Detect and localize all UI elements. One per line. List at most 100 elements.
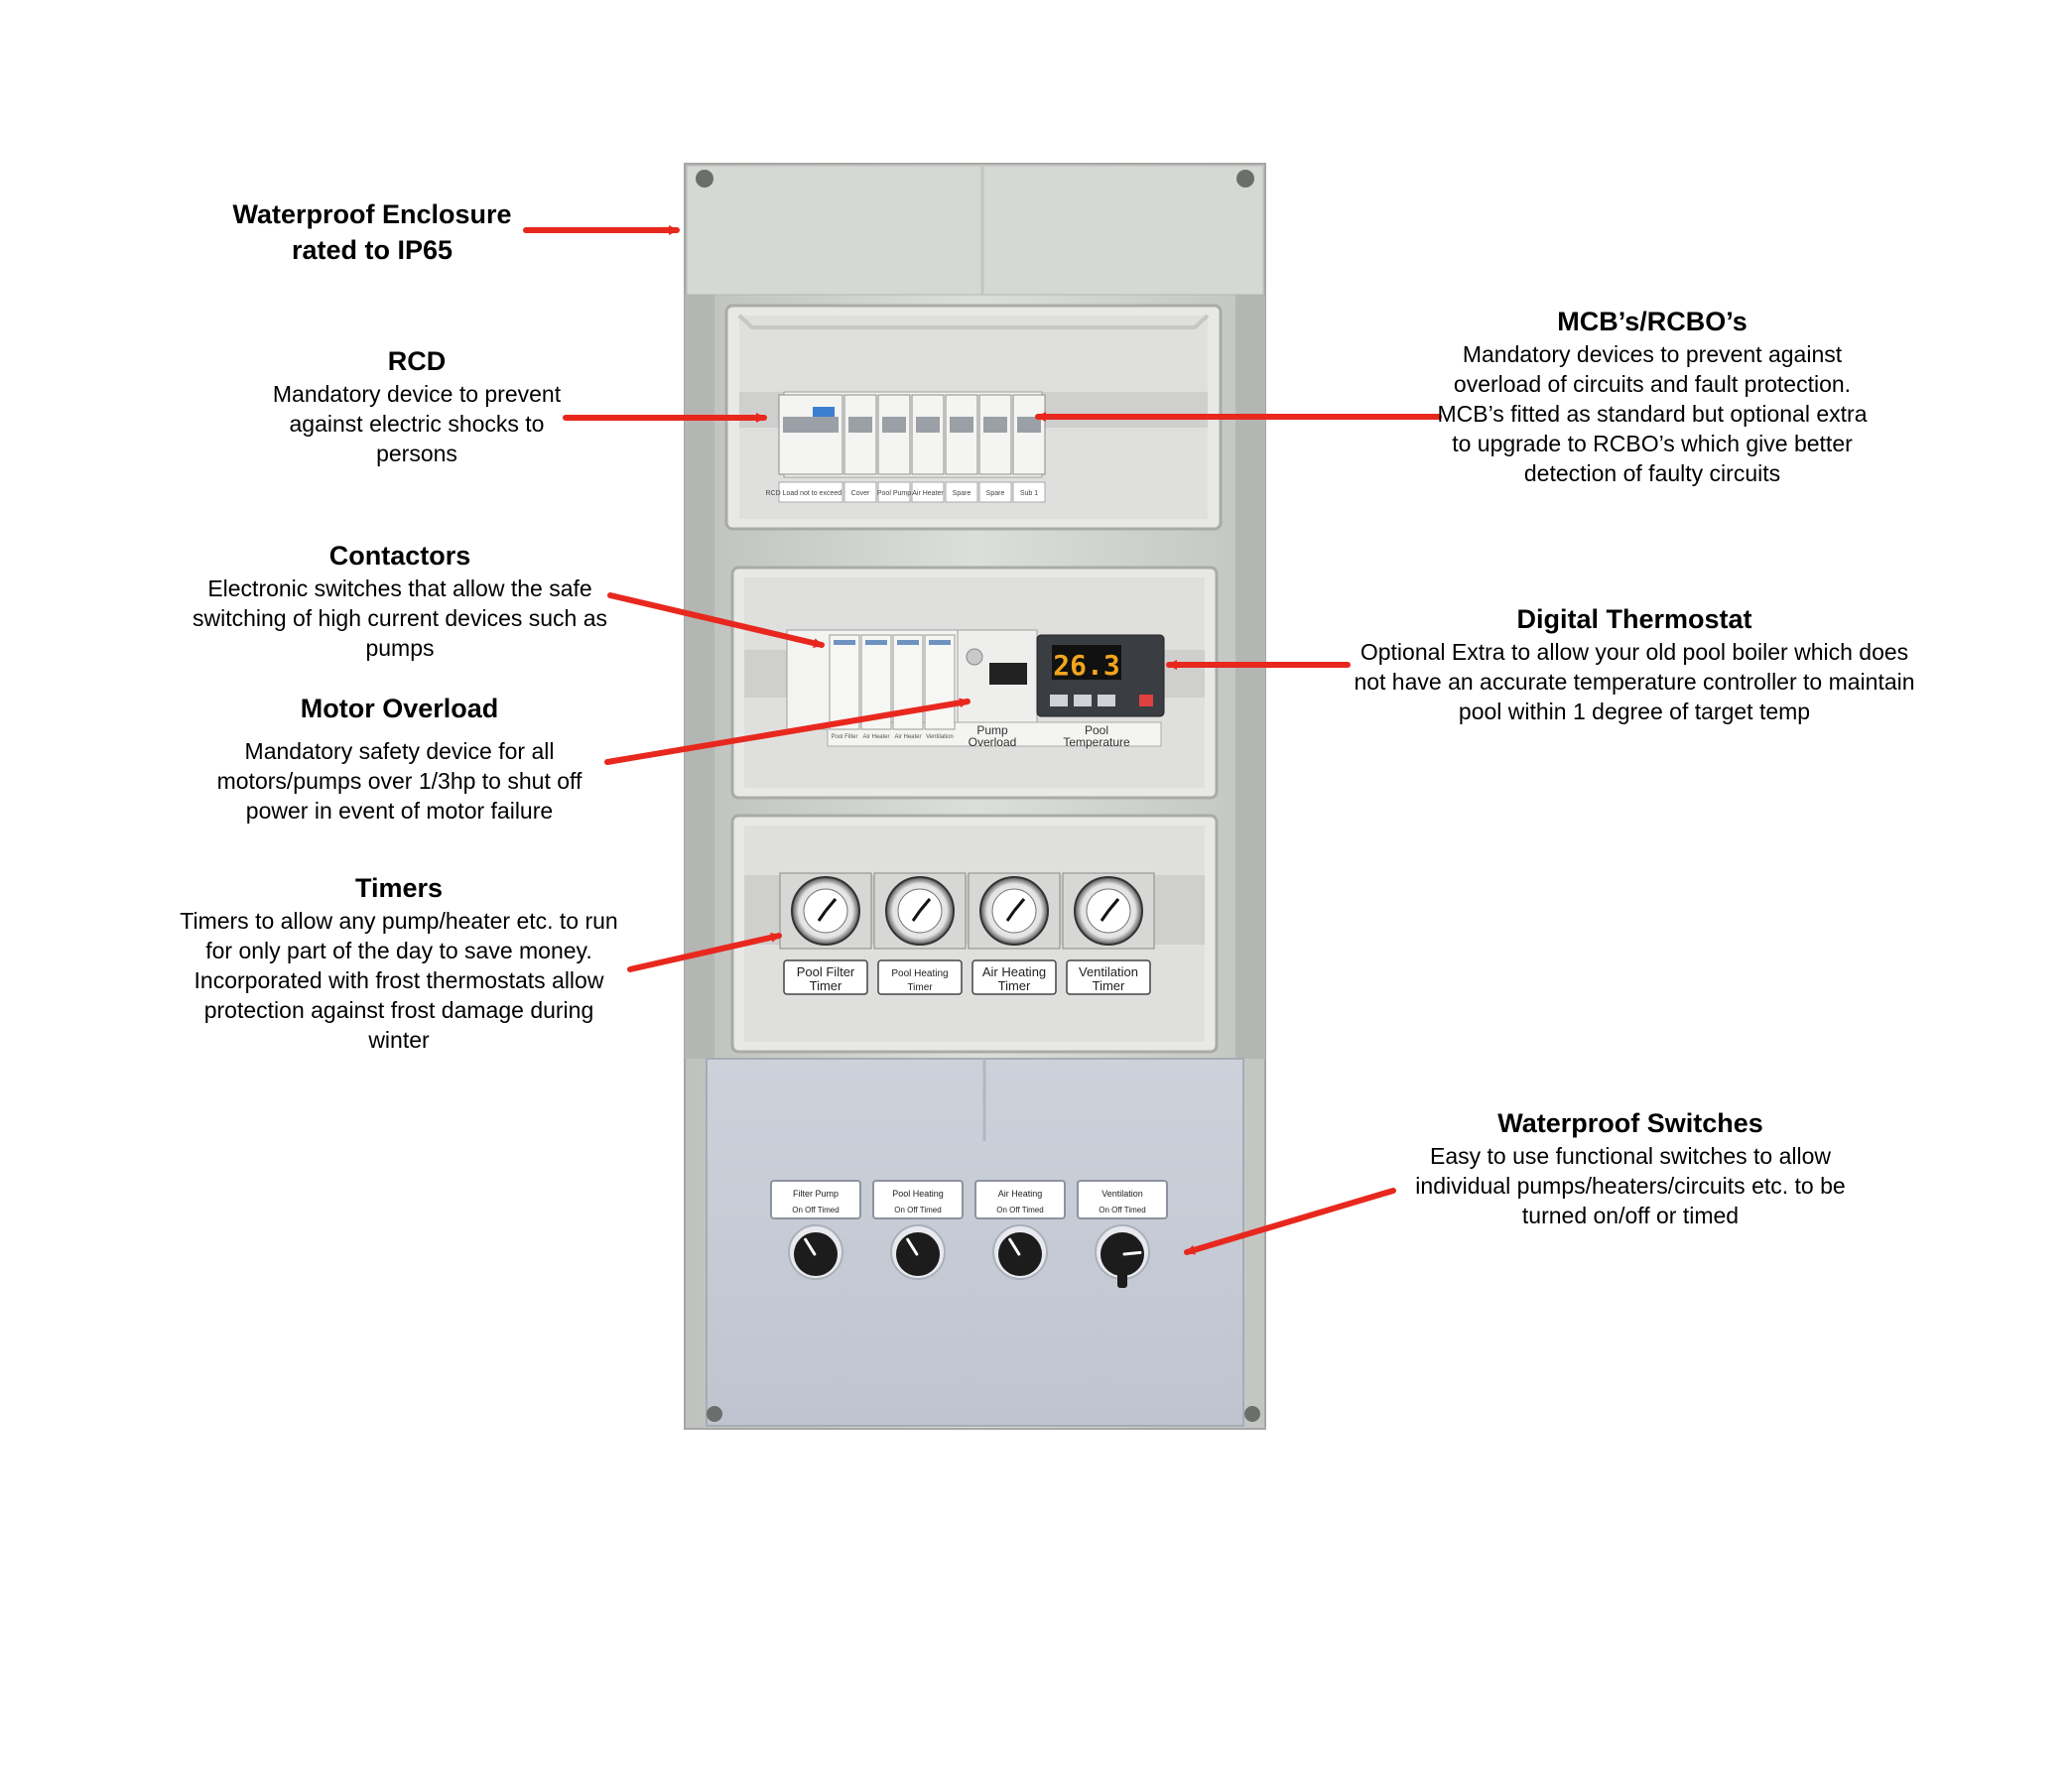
switch-pointer xyxy=(906,1237,919,1256)
callout-enclosure-body: rated to IP65 xyxy=(291,235,453,265)
switch-pointer xyxy=(1122,1250,1142,1256)
callout-contactors-title: Contactors xyxy=(328,541,471,571)
pool-temperature-label-1: Pool xyxy=(1085,723,1108,737)
breaker-module xyxy=(978,394,1012,475)
timer-hand xyxy=(824,898,838,912)
arrow-overload xyxy=(604,698,971,765)
contactor-badge xyxy=(929,640,951,645)
rcd-test-button xyxy=(813,407,835,417)
callout-mcb-title: MCB’s/RCBO’s xyxy=(1557,307,1748,336)
breaker-label-box xyxy=(877,481,911,503)
switch-pointer xyxy=(804,1237,817,1256)
breaker-label: Spare xyxy=(986,490,1005,497)
contactor-badge xyxy=(897,640,919,645)
pool-temperature-label-2: Temperature xyxy=(1063,735,1130,749)
callout-mcb: MCB’s/RCBO’s Mandatory devices to preven… xyxy=(1434,304,1871,488)
breaker-label: Air Heater xyxy=(912,490,944,497)
callout-switches-title: Waterproof Switches xyxy=(1497,1108,1763,1138)
callout-rcd: RCD Mandatory device to prevent against … xyxy=(253,343,581,468)
callout-enclosure-title: Waterproof Enclosure xyxy=(232,199,512,229)
breaker-toggle xyxy=(916,417,940,433)
timer-label: Timer xyxy=(907,982,933,993)
breaker-toggle xyxy=(950,417,973,433)
contactor-badge xyxy=(834,640,855,645)
timer-hand xyxy=(918,898,932,912)
timer-label: Ventilation xyxy=(1079,964,1138,979)
pump-overload-label-2: Overload xyxy=(969,735,1017,749)
breaker-label-box xyxy=(843,481,877,503)
timer-label: Timer xyxy=(1093,978,1125,993)
pump-overload-label-1: Pump xyxy=(976,723,1008,737)
breaker-module xyxy=(843,394,877,475)
switch-label: Air Heating xyxy=(998,1189,1043,1199)
switch-pointer xyxy=(1008,1237,1021,1256)
rotary-switches: Filter Pump On Off Timed Pool Heating On Of… xyxy=(770,1180,1168,1288)
timer-label: Timer xyxy=(998,978,1031,993)
breaker-toggle xyxy=(848,417,872,433)
callout-rcd-body: Mandatory device to prevent against elec… xyxy=(272,381,562,466)
timer-hand xyxy=(911,910,922,922)
contactor-label: Air Heater xyxy=(862,734,889,740)
callout-timers-title: Timers xyxy=(354,873,444,903)
switch-label: Ventilation xyxy=(1101,1189,1143,1199)
timer-label: Air Heating xyxy=(982,964,1046,979)
switch-knob xyxy=(1101,1232,1144,1276)
callout-timers: Timers Timers to allow any pump/heater e… xyxy=(171,870,627,1055)
timer-label: Timer xyxy=(810,978,842,993)
callout-contactors-body: Electronic switches that allow the safe … xyxy=(192,575,608,661)
contactor-label: Air Heater xyxy=(894,734,921,740)
breaker-toggle xyxy=(783,417,839,433)
breaker-toggle xyxy=(1017,417,1041,433)
contactor-module xyxy=(829,634,860,730)
callout-mcb-body: Mandatory devices to prevent against ove… xyxy=(1437,341,1868,486)
callout-enclosure: Waterproof Enclosure rated to IP65 xyxy=(198,196,546,268)
callout-thermostat: Digital Thermostat Optional Extra to all… xyxy=(1352,601,1917,726)
switch-label: Pool Heating xyxy=(892,1189,944,1199)
breaker-label: Cover xyxy=(851,490,870,497)
callout-rcd-title: RCD xyxy=(387,346,447,376)
breaker-label-box xyxy=(945,481,978,503)
timer-label-box xyxy=(971,959,1057,995)
switch-positions: On Off Timed xyxy=(894,1206,941,1214)
breaker-toggle xyxy=(882,417,906,433)
callout-switches-body: Easy to use functional switches to allow… xyxy=(1415,1143,1846,1228)
breaker-label: Spare xyxy=(953,490,971,497)
callout-overload-title: Motor Overload xyxy=(300,694,499,723)
breaker-label: Sub 1 xyxy=(1020,490,1038,497)
contactor-badge xyxy=(865,640,887,645)
breaker-module xyxy=(1012,394,1046,475)
timer-label: Pool Heating xyxy=(891,968,948,979)
switch-label: Filter Pump xyxy=(793,1189,839,1199)
breaker-label: Pool Pump xyxy=(877,490,911,497)
switch-label-box xyxy=(872,1180,964,1219)
arrow-contactors xyxy=(607,592,825,649)
timer-label-box xyxy=(1066,959,1151,995)
thermostat-display: 26.3 xyxy=(1053,649,1119,682)
contactor-label: Pool Filter xyxy=(831,734,857,740)
switch-handle xyxy=(1117,1260,1127,1288)
timer-label-box xyxy=(783,959,868,995)
breaker-module xyxy=(945,394,978,475)
breaker-module xyxy=(911,394,945,475)
contactor-compartment xyxy=(730,566,1219,800)
callout-overload-body: Mandatory safety device for all motors/p… xyxy=(216,738,583,824)
breaker-label-box xyxy=(978,481,1012,503)
callout-overload: Motor Overload Mandatory safety device f… xyxy=(198,691,600,826)
callout-switches: Waterproof Switches Easy to use function… xyxy=(1397,1105,1864,1230)
switch-positions: On Off Timed xyxy=(1099,1206,1145,1214)
contactor-module xyxy=(924,634,956,730)
breaker-module xyxy=(877,394,911,475)
timer-hand xyxy=(1106,898,1120,912)
switch-positions: On Off Timed xyxy=(996,1206,1043,1214)
timer-label-box xyxy=(877,959,963,995)
breaker-label-box xyxy=(1012,481,1046,503)
callout-thermostat-body: Optional Extra to allow your old pool bo… xyxy=(1354,639,1915,724)
timer-hand xyxy=(817,910,828,922)
timer-hand xyxy=(1100,910,1110,922)
timer-label: Pool Filter xyxy=(797,964,855,979)
switch-positions: On Off Timed xyxy=(792,1206,839,1214)
switch-cover xyxy=(706,1058,1260,1427)
